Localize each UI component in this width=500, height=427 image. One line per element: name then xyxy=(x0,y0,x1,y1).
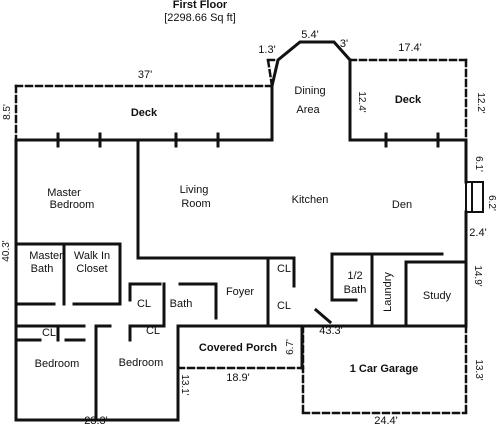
living-room-label-2: Room xyxy=(181,198,211,210)
bath-label: Bath xyxy=(169,298,193,310)
half-bath-label-1: 1/2 xyxy=(347,270,363,282)
deck-right-label: Deck xyxy=(394,94,422,106)
dim-2-4: 2.4' xyxy=(469,227,487,239)
dining-label-2: Area xyxy=(296,104,320,116)
plan-subtitle: [2298.66 Sq ft] xyxy=(164,12,236,24)
dim-17-4: 17.4' xyxy=(398,42,422,54)
dim-14-9: 14.9' xyxy=(472,265,483,287)
dim-8-5: 8.5' xyxy=(2,104,13,120)
covered-porch-label: Covered Porch xyxy=(198,342,278,354)
dim-13-3: 13.3' xyxy=(473,359,484,381)
deck-outline-right xyxy=(348,58,468,142)
dim-40-3: 40.3' xyxy=(1,240,12,262)
bedroom1-label: Bedroom xyxy=(34,358,80,370)
den-label: Den xyxy=(391,199,413,211)
beam-ticks xyxy=(56,132,440,148)
dim-6-2: 6.2' xyxy=(486,195,497,211)
dim-18-9: 18.9' xyxy=(226,372,250,384)
living-room-label-1: Living xyxy=(179,184,209,196)
dim-3: 3' xyxy=(339,38,349,50)
dining-label-1: Dining xyxy=(294,85,326,97)
dim-43-3: 43.3' xyxy=(319,325,343,337)
bedroom2-label: Bedroom xyxy=(118,357,164,369)
dim-5-4: 5.4' xyxy=(301,29,319,41)
master-bedroom-label-2: Bedroom xyxy=(49,199,95,211)
dim-13-1: 13.1' xyxy=(179,374,190,396)
interior-walls xyxy=(14,138,468,422)
garage-label: 1 Car Garage xyxy=(349,363,419,375)
dim-23-3: 23.3' xyxy=(84,415,108,427)
bedroom2-closet-label: CL xyxy=(145,325,161,337)
master-bath-label-1: Master xyxy=(29,250,63,262)
kitchen-label: Kitchen xyxy=(291,194,329,206)
window-bay xyxy=(465,181,484,213)
plan-title: First Floor xyxy=(172,0,228,11)
dim-37: 37' xyxy=(137,69,153,81)
dim-24-4: 24.4' xyxy=(374,415,398,427)
dim-6-1: 6.1' xyxy=(473,156,484,172)
dim-6-7: 6.7' xyxy=(285,339,296,355)
walk-in-closet-label-2: Closet xyxy=(76,263,108,275)
hall-closet-label-2: CL xyxy=(276,300,292,312)
deck-outline-left xyxy=(14,58,280,142)
exterior-walls xyxy=(14,40,468,422)
bedroom1-closet-label: CL xyxy=(41,327,57,339)
foyer-label: Foyer xyxy=(225,286,255,298)
master-bath-label-2: Bath xyxy=(30,263,54,275)
dim-12-4: 12.4' xyxy=(356,91,367,113)
study-label: Study xyxy=(422,290,452,302)
hall-closet-label: CL xyxy=(276,263,292,275)
dim-1-3: 1.3' xyxy=(258,44,276,56)
master-bedroom-label-1: Master xyxy=(47,187,81,199)
laundry-label: Laundry xyxy=(382,272,394,312)
walk-in-closet-label-1: Walk In xyxy=(73,250,111,262)
deck-left-label: Deck xyxy=(130,107,158,119)
dim-12-2: 12.2' xyxy=(475,92,486,114)
half-bath-label-2: Bath xyxy=(343,284,367,296)
closet-left-label: CL xyxy=(136,298,152,310)
